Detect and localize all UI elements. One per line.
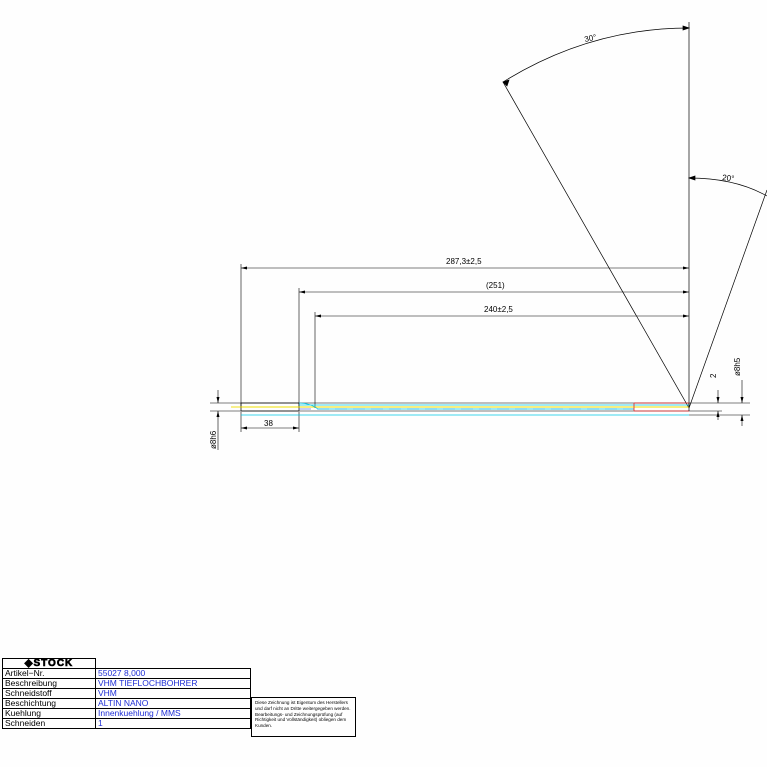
row-label: Schneiden (2, 718, 96, 729)
logo-icon: ◈ (24, 658, 34, 669)
flute-ref-length-label: (251) (486, 281, 505, 290)
flute-length-label: 240±2,5 (484, 305, 513, 314)
drill-body (231, 402, 690, 416)
technical-drawing: 30° 20° 287,3±2,5 (251) 240±2,5 38 (209, 22, 767, 450)
table-row: Artikel−Nr. 55027 8,000 (2, 668, 251, 679)
title-block: ◈STOCK Artikel−Nr. 55027 8,000 Beschreib… (2, 658, 251, 729)
row-value: ALTIN NANO (95, 698, 251, 709)
table-row: Beschichtung ALTIN NANO (2, 698, 251, 709)
row-label: Schneidstoff (2, 688, 96, 699)
row-label: Beschichtung (2, 698, 96, 709)
title-block-table: ◈STOCK Artikel−Nr. 55027 8,000 Beschreib… (2, 658, 251, 729)
step-label: 2 (709, 373, 718, 378)
row-value: Innenkuehlung / MMS (95, 708, 251, 719)
arrowheads (241, 266, 689, 430)
row-value: VHM (95, 688, 251, 699)
point-angle-label: 30° (584, 33, 598, 44)
row-label: Beschreibung (2, 678, 96, 689)
row-value: 55027 8,000 (95, 668, 251, 679)
diameter-arrows (216, 397, 744, 421)
angle-construction (502, 22, 767, 409)
table-row: Schneidstoff VHM (2, 688, 251, 699)
clearance-angle-label: 20° (722, 173, 735, 183)
length-dimensions (240, 264, 689, 432)
row-label: Kuehlung (2, 708, 96, 719)
cutting-diameter-label: ø8h5 (733, 357, 742, 376)
logo-text: STOCK (33, 658, 74, 669)
shank-diameter-label: ø8h6 (209, 430, 218, 449)
table-row: Kuehlung Innenkuehlung / MMS (2, 708, 251, 719)
stock-logo: ◈STOCK (2, 658, 96, 669)
row-label: Artikel−Nr. (2, 668, 96, 679)
table-row: Schneiden 1 (2, 718, 251, 729)
table-row: Beschreibung VHM TIEFLOCHBOHRER (2, 678, 251, 689)
row-value: 1 (95, 718, 251, 729)
row-value: VHM TIEFLOCHBOHRER (95, 678, 251, 689)
shank-length-label: 38 (264, 419, 273, 428)
copyright-notice: Diese Zeichnung ist Eigentum des Herstel… (251, 697, 356, 737)
overall-length-label: 287,3±2,5 (446, 257, 482, 266)
